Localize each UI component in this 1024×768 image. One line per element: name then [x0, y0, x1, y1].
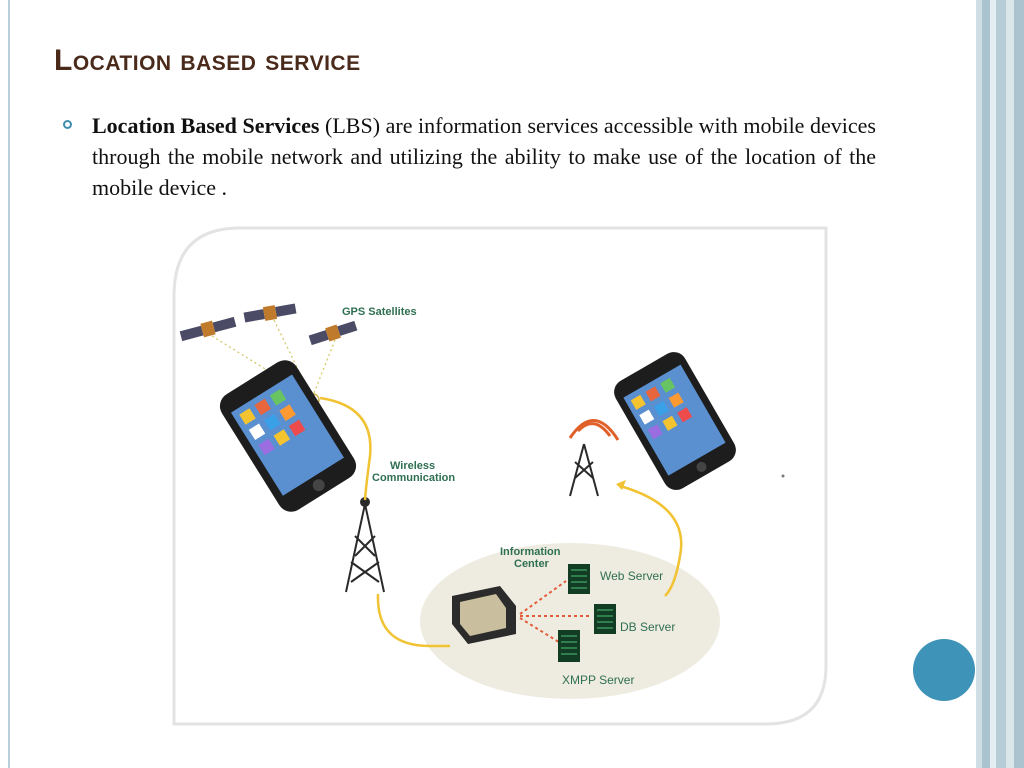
radio-wave-icon	[568, 419, 620, 441]
right-cell-tower-icon	[569, 443, 599, 497]
bullet-paragraph: Location Based Services (LBS) are inform…	[92, 110, 876, 203]
left-border-rule	[8, 0, 10, 768]
info-center-label-line1: Information	[500, 546, 561, 558]
left-smartphone-icon	[219, 360, 357, 512]
slide-title: Location based service	[54, 44, 361, 77]
gps-signal-lines	[211, 319, 336, 399]
web-server-icon	[568, 564, 590, 594]
gps-satellites-label: GPS Satellites	[342, 306, 417, 318]
wireless-label-line1: Wireless	[390, 460, 435, 472]
web-server-label: Web Server	[600, 569, 663, 583]
xmpp-server-icon	[558, 630, 580, 662]
right-decorative-bands	[976, 0, 1024, 768]
xmpp-server-label: XMPP Server	[562, 673, 634, 687]
gps-satellite-1	[179, 316, 237, 342]
db-server-label: DB Server	[620, 620, 675, 634]
gps-satellite-3	[308, 320, 358, 346]
db-server-icon	[594, 604, 616, 634]
router-icon	[452, 586, 516, 644]
bullet-term: Location Based Services	[92, 113, 320, 138]
lbs-diagram: GPS Satellites Wireless Communication	[172, 226, 828, 726]
server-connections	[519, 580, 590, 645]
bullet-icon	[63, 120, 72, 129]
wireless-label-line2: Communication	[372, 472, 455, 484]
decorative-circle	[913, 639, 975, 701]
info-center-label-line2: Center	[514, 558, 550, 570]
right-smartphone-icon	[614, 352, 736, 490]
wireless-links	[319, 396, 683, 648]
information-center-area	[420, 543, 720, 699]
left-cell-tower-icon	[345, 497, 385, 593]
bullet-body: (LBS) are information services accessibl…	[92, 113, 876, 200]
gps-satellite-2	[243, 303, 297, 323]
